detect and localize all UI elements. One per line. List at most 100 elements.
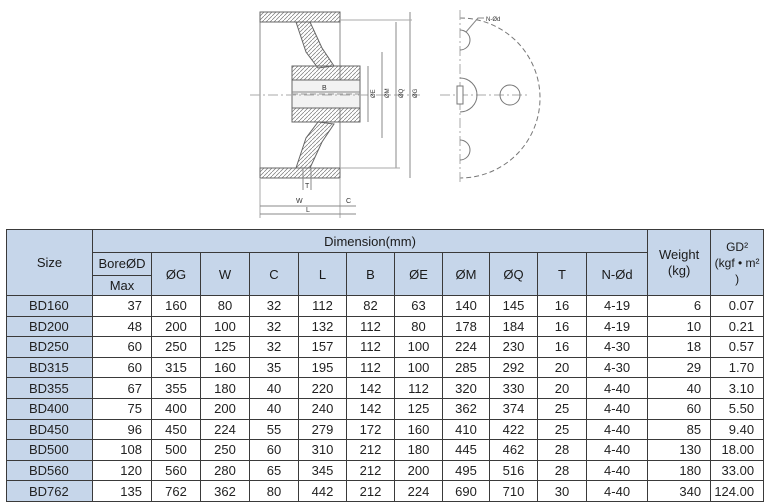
cell-l: 279 — [298, 418, 347, 441]
cell-gd: 1.70 — [710, 356, 765, 379]
cell-e: 112 — [394, 377, 443, 399]
cell-b: 212 — [346, 439, 395, 461]
size-header: Size — [6, 229, 93, 296]
cell-t: 30 — [537, 480, 587, 502]
cell-t: 25 — [537, 418, 587, 441]
cell-q: 230 — [489, 336, 538, 358]
cell-weight: 6 — [647, 295, 712, 317]
cell-c: 40 — [249, 377, 299, 399]
cell-e: 63 — [394, 295, 443, 317]
cell-m: 285 — [442, 356, 490, 379]
cell-m: 362 — [442, 397, 490, 420]
cell-size: BD762 — [6, 480, 93, 502]
cell-g: 315 — [151, 356, 201, 379]
cell-l: 240 — [298, 397, 347, 420]
cell-l: 220 — [298, 377, 347, 399]
cell-q: 374 — [489, 397, 538, 420]
label-m: ØM — [385, 88, 391, 98]
col-header-q: ØQ — [489, 252, 538, 296]
cell-q: 184 — [489, 315, 538, 338]
cell-bore: 96 — [92, 418, 152, 441]
cell-b: 112 — [346, 315, 395, 338]
cell-gd: 0.07 — [710, 295, 765, 317]
cell-w: 362 — [200, 480, 250, 502]
cell-weight: 29 — [647, 356, 712, 379]
cell-q: 292 — [489, 356, 538, 379]
cell-t: 20 — [537, 377, 587, 399]
cell-bore: 48 — [92, 315, 152, 338]
cell-size: BD400 — [6, 397, 93, 420]
cell-gd: 5.50 — [710, 397, 765, 420]
col-header-b: B — [346, 252, 395, 296]
cell-bore: 67 — [92, 377, 152, 399]
cell-l: 442 — [298, 480, 347, 502]
cell-m: 410 — [442, 418, 490, 441]
cell-nd: 4-30 — [585, 356, 649, 379]
cell-g: 560 — [151, 459, 201, 482]
cell-w: 224 — [200, 418, 250, 441]
cell-b: 112 — [346, 356, 395, 379]
col-header-e: ØE — [394, 252, 443, 296]
col-header-n-d: N-Ød — [585, 252, 649, 296]
cell-size: BD500 — [6, 439, 93, 461]
cell-c: 55 — [249, 418, 299, 441]
cell-t: 16 — [537, 295, 587, 317]
cell-m: 445 — [442, 439, 490, 461]
cell-bore: 75 — [92, 397, 152, 420]
cell-e: 100 — [394, 356, 443, 379]
cell-w: 200 — [200, 397, 250, 420]
cell-bore: 37 — [92, 295, 152, 317]
cell-l: 345 — [298, 459, 347, 482]
dimension-header: Dimension(mm) — [91, 229, 649, 253]
cell-gd: 33.00 — [710, 459, 765, 482]
cell-g: 355 — [151, 377, 201, 399]
cell-nd: 4-40 — [585, 377, 649, 399]
cell-bore: 60 — [92, 356, 152, 379]
cell-b: 142 — [346, 377, 395, 399]
drawing-svg: B ØE ØM ØQ ØG T C W L N-Ød — [250, 10, 541, 218]
gd-header: GD² (kgf • m² ) — [710, 229, 765, 296]
cell-g: 200 — [151, 315, 201, 338]
cell-e: 160 — [394, 418, 443, 441]
cell-t: 16 — [537, 336, 587, 358]
cell-t: 25 — [537, 397, 587, 420]
cell-gd: 3.10 — [710, 377, 765, 399]
cell-weight: 10 — [647, 315, 712, 338]
cell-b: 172 — [346, 418, 395, 441]
cell-nd: 4-30 — [585, 336, 649, 358]
cell-gd: 18.00 — [710, 439, 765, 461]
cell-q: 145 — [489, 295, 538, 317]
cell-weight: 18 — [647, 336, 712, 358]
cell-m: 320 — [442, 377, 490, 399]
specification-table: Size Dimension(mm) Weight (kg) GD² (kgf … — [6, 229, 765, 502]
label-n-d: N-Ød — [486, 17, 500, 23]
label-b: B — [322, 85, 327, 92]
cell-t: 28 — [537, 459, 587, 482]
label-w: W — [296, 198, 303, 205]
technical-drawing: B ØE ØM ØQ ØG T C W L N-Ød — [0, 0, 769, 228]
cell-l: 112 — [298, 295, 347, 317]
label-g: ØG — [413, 88, 419, 98]
cell-l: 310 — [298, 439, 347, 461]
cell-b: 212 — [346, 480, 395, 502]
col-header-c: C — [249, 252, 299, 296]
cell-b: 82 — [346, 295, 395, 317]
cell-q: 330 — [489, 377, 538, 399]
cell-m: 224 — [442, 336, 490, 358]
label-q: ØQ — [399, 88, 405, 98]
cell-c: 65 — [249, 459, 299, 482]
front-view — [440, 10, 541, 185]
label-e: ØE — [371, 89, 377, 98]
cell-nd: 4-19 — [585, 315, 649, 338]
label-c: C — [346, 198, 351, 205]
weight-header: Weight (kg) — [647, 229, 712, 296]
cell-nd: 4-40 — [585, 480, 649, 502]
cell-l: 195 — [298, 356, 347, 379]
cell-weight: 85 — [647, 418, 712, 441]
